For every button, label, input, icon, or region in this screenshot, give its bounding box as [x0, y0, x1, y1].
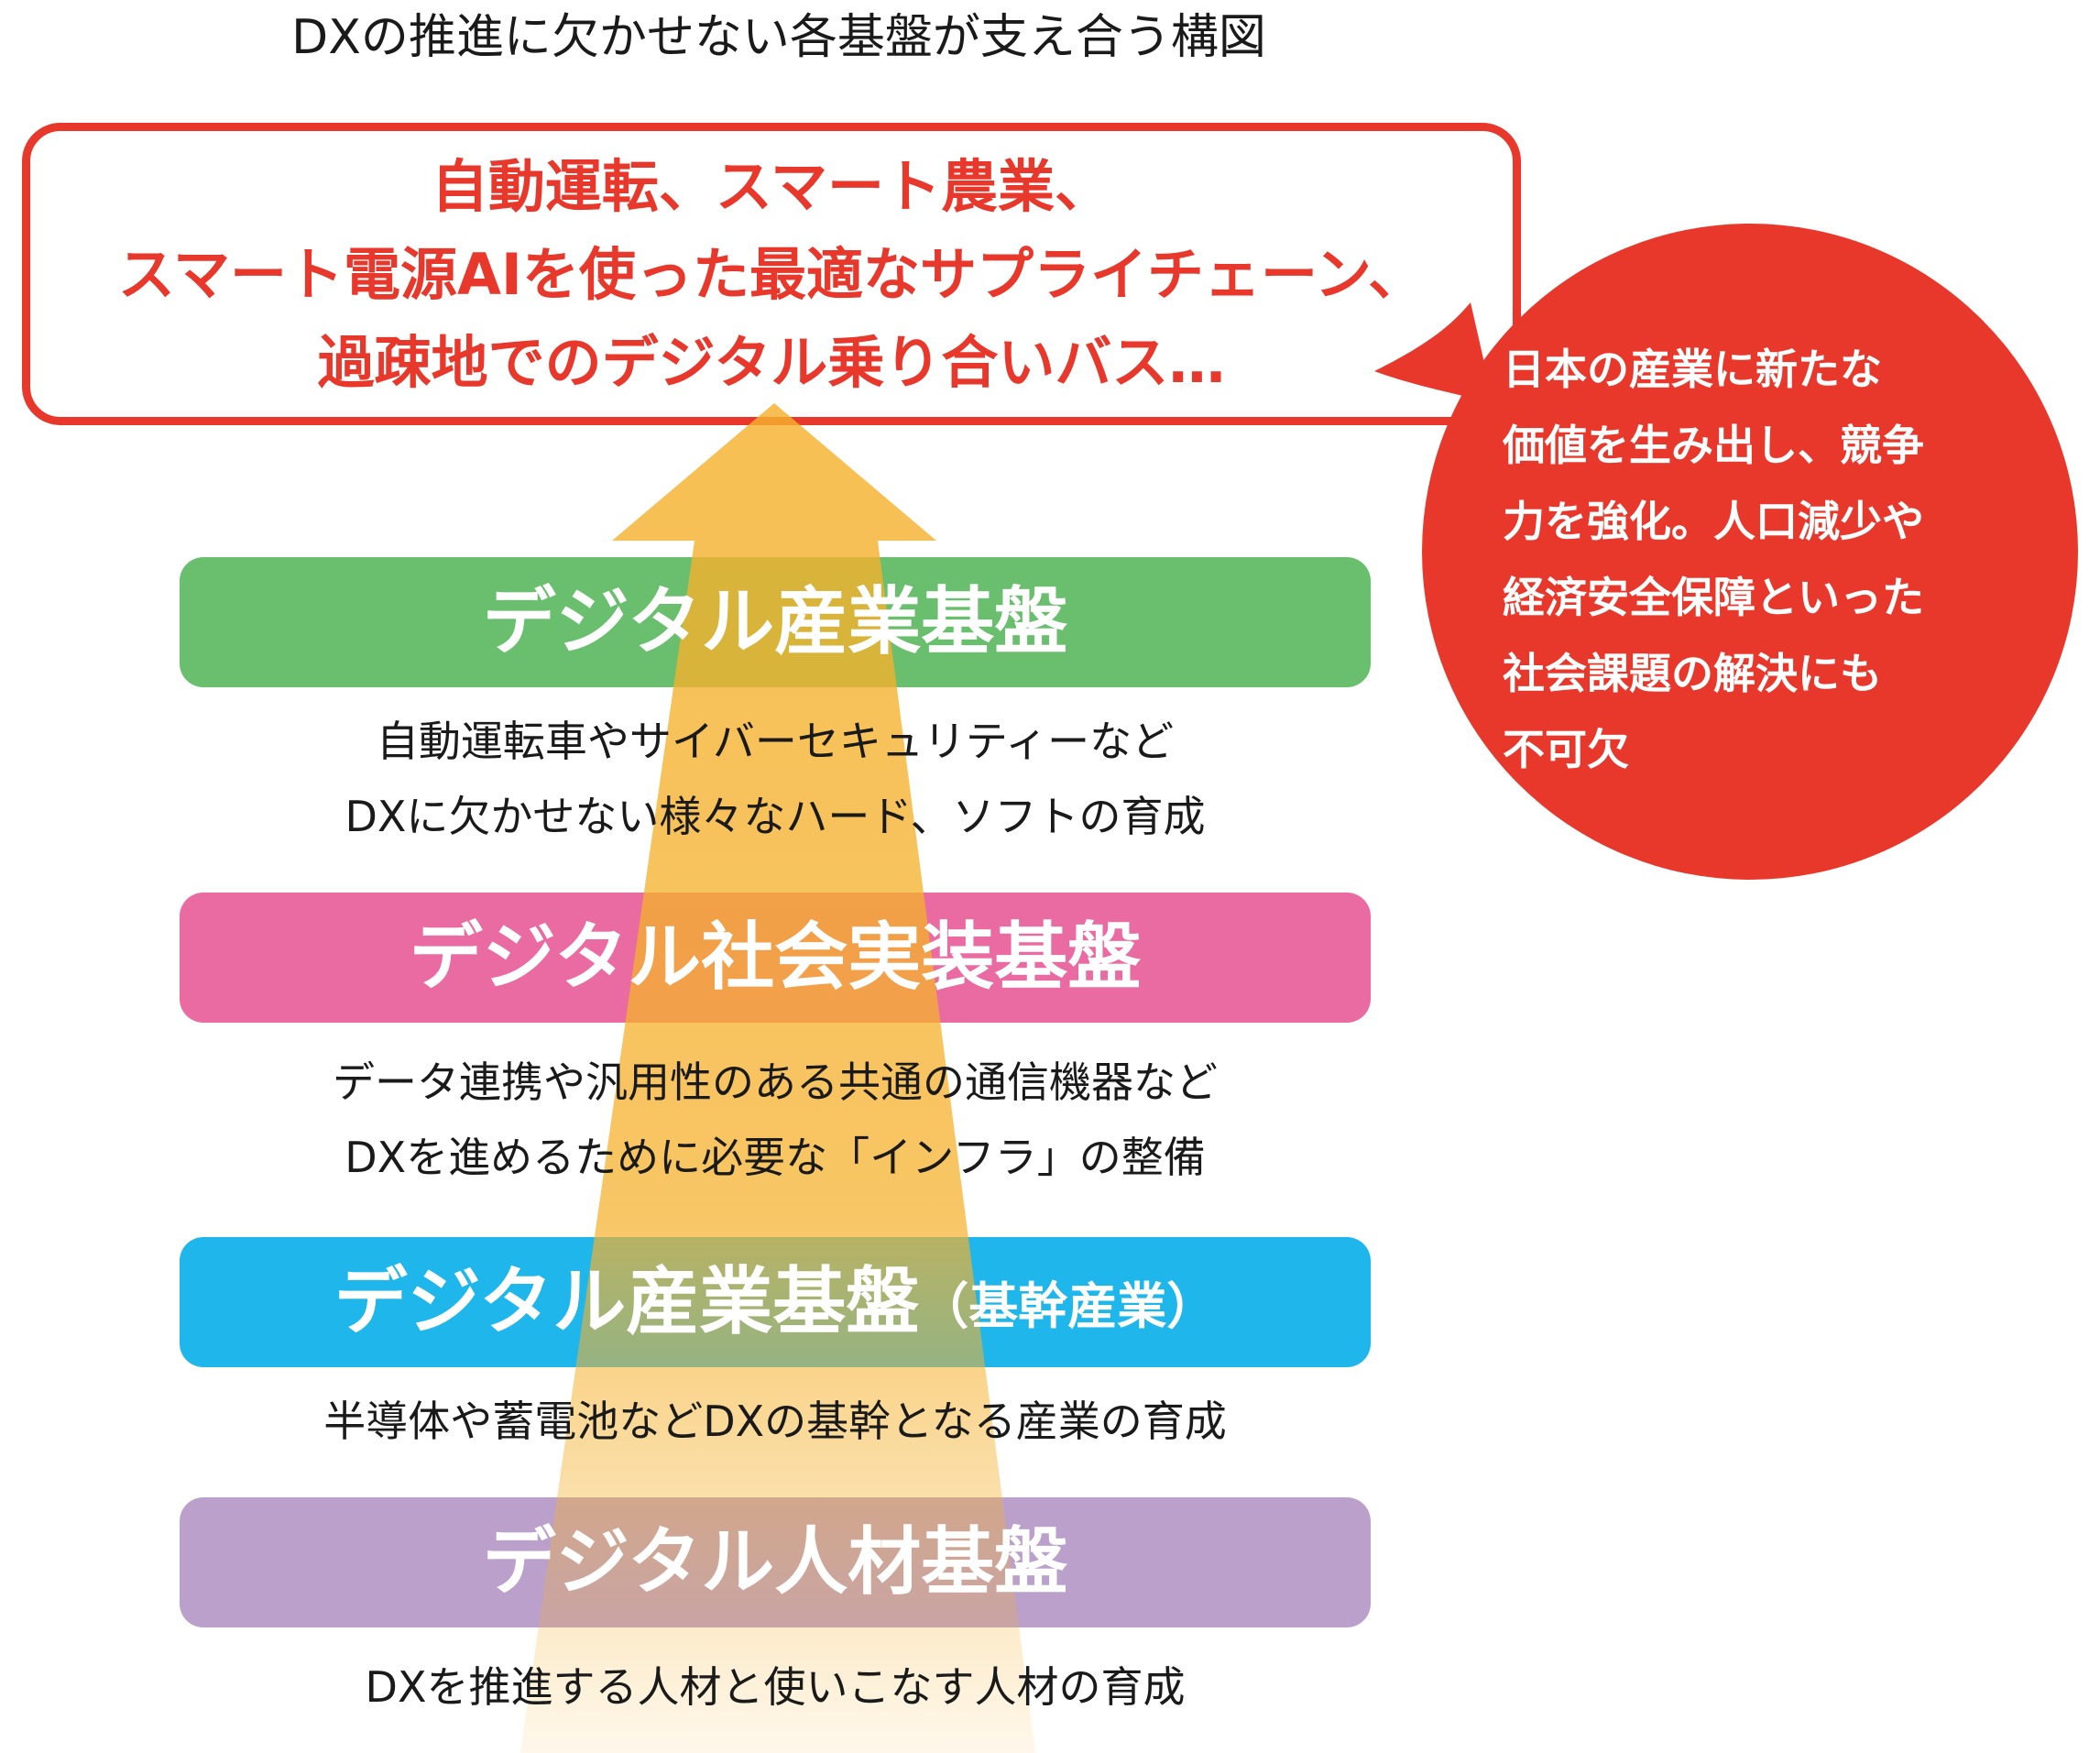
- bubble-line-4: 経済安全保障といった: [1503, 573, 1924, 622]
- speech-bubble: [1374, 224, 2078, 880]
- speech-bubble-circle: [1422, 224, 2078, 880]
- layer-desc-digital-industry-1: 自動運転車やサイバーセキュリティーなど: [376, 717, 1175, 766]
- bubble-line-5: 社会課題の解決にも: [1503, 649, 1882, 698]
- bubble-line-6: 不可欠: [1503, 725, 1629, 774]
- speech-bubble-tail: [1374, 302, 1493, 403]
- layer-title-core-industry-suffix: （基幹産業）: [919, 1277, 1217, 1335]
- layer-title-digital-industry-text: デジタル産業基盤: [482, 579, 1068, 664]
- layer-desc-social-implementation-2: DXを進めるために必要な「インフラ」の整備: [345, 1133, 1206, 1182]
- layer-title-core-industry: デジタル産業基盤（基幹産業）: [180, 1237, 1371, 1367]
- goal-box: [22, 123, 1521, 425]
- layer-title-core-industry-text: デジタル産業基盤: [334, 1259, 920, 1344]
- layer-desc-digital-industry-2: DXに欠かせない様々なハード、ソフトの育成: [345, 792, 1206, 841]
- layer-title-social-implementation-text: デジタル社会実装基盤: [409, 915, 1142, 1000]
- speech-bubble-text: 日本の産業に新たな 価値を生み出し、競争 力を強化。人口減少や 経済安全保障とい…: [1503, 332, 1997, 788]
- page-title: DXの推進に欠かせない各基盤が支え合う構図: [291, 10, 1266, 65]
- layer-title-digital-industry: デジタル産業基盤: [180, 557, 1371, 687]
- bubble-line-2: 価値を生み出し、競争: [1503, 421, 1924, 470]
- layer-desc-social-implementation-1: データ連携や汎用性のある共通の通信機器など: [333, 1057, 1218, 1107]
- goal-line-2: スマート電源AIを使った最適なサプライチェーン、: [117, 241, 1426, 308]
- layer-desc-human-resources-1: DXを推進する人材と使いこなす人材の育成: [365, 1662, 1186, 1712]
- bubble-line-1: 日本の産業に新たな: [1503, 345, 1882, 394]
- bubble-line-3: 力を強化。人口減少や: [1503, 497, 1924, 546]
- layer-title-human-resources-text: デジタル人材基盤: [482, 1519, 1068, 1605]
- layer-title-social-implementation: デジタル社会実装基盤: [180, 893, 1371, 1023]
- layer-title-human-resources: デジタル人材基盤: [180, 1497, 1371, 1627]
- layer-desc-core-industry-1: 半導体や蓄電池などDXの基幹となる産業の育成: [323, 1397, 1227, 1446]
- goal-line-1: 自動運転、スマート農業、: [431, 153, 1112, 220]
- goal-line-3: 過疎地でのデジタル乗り合いバス…: [317, 329, 1226, 396]
